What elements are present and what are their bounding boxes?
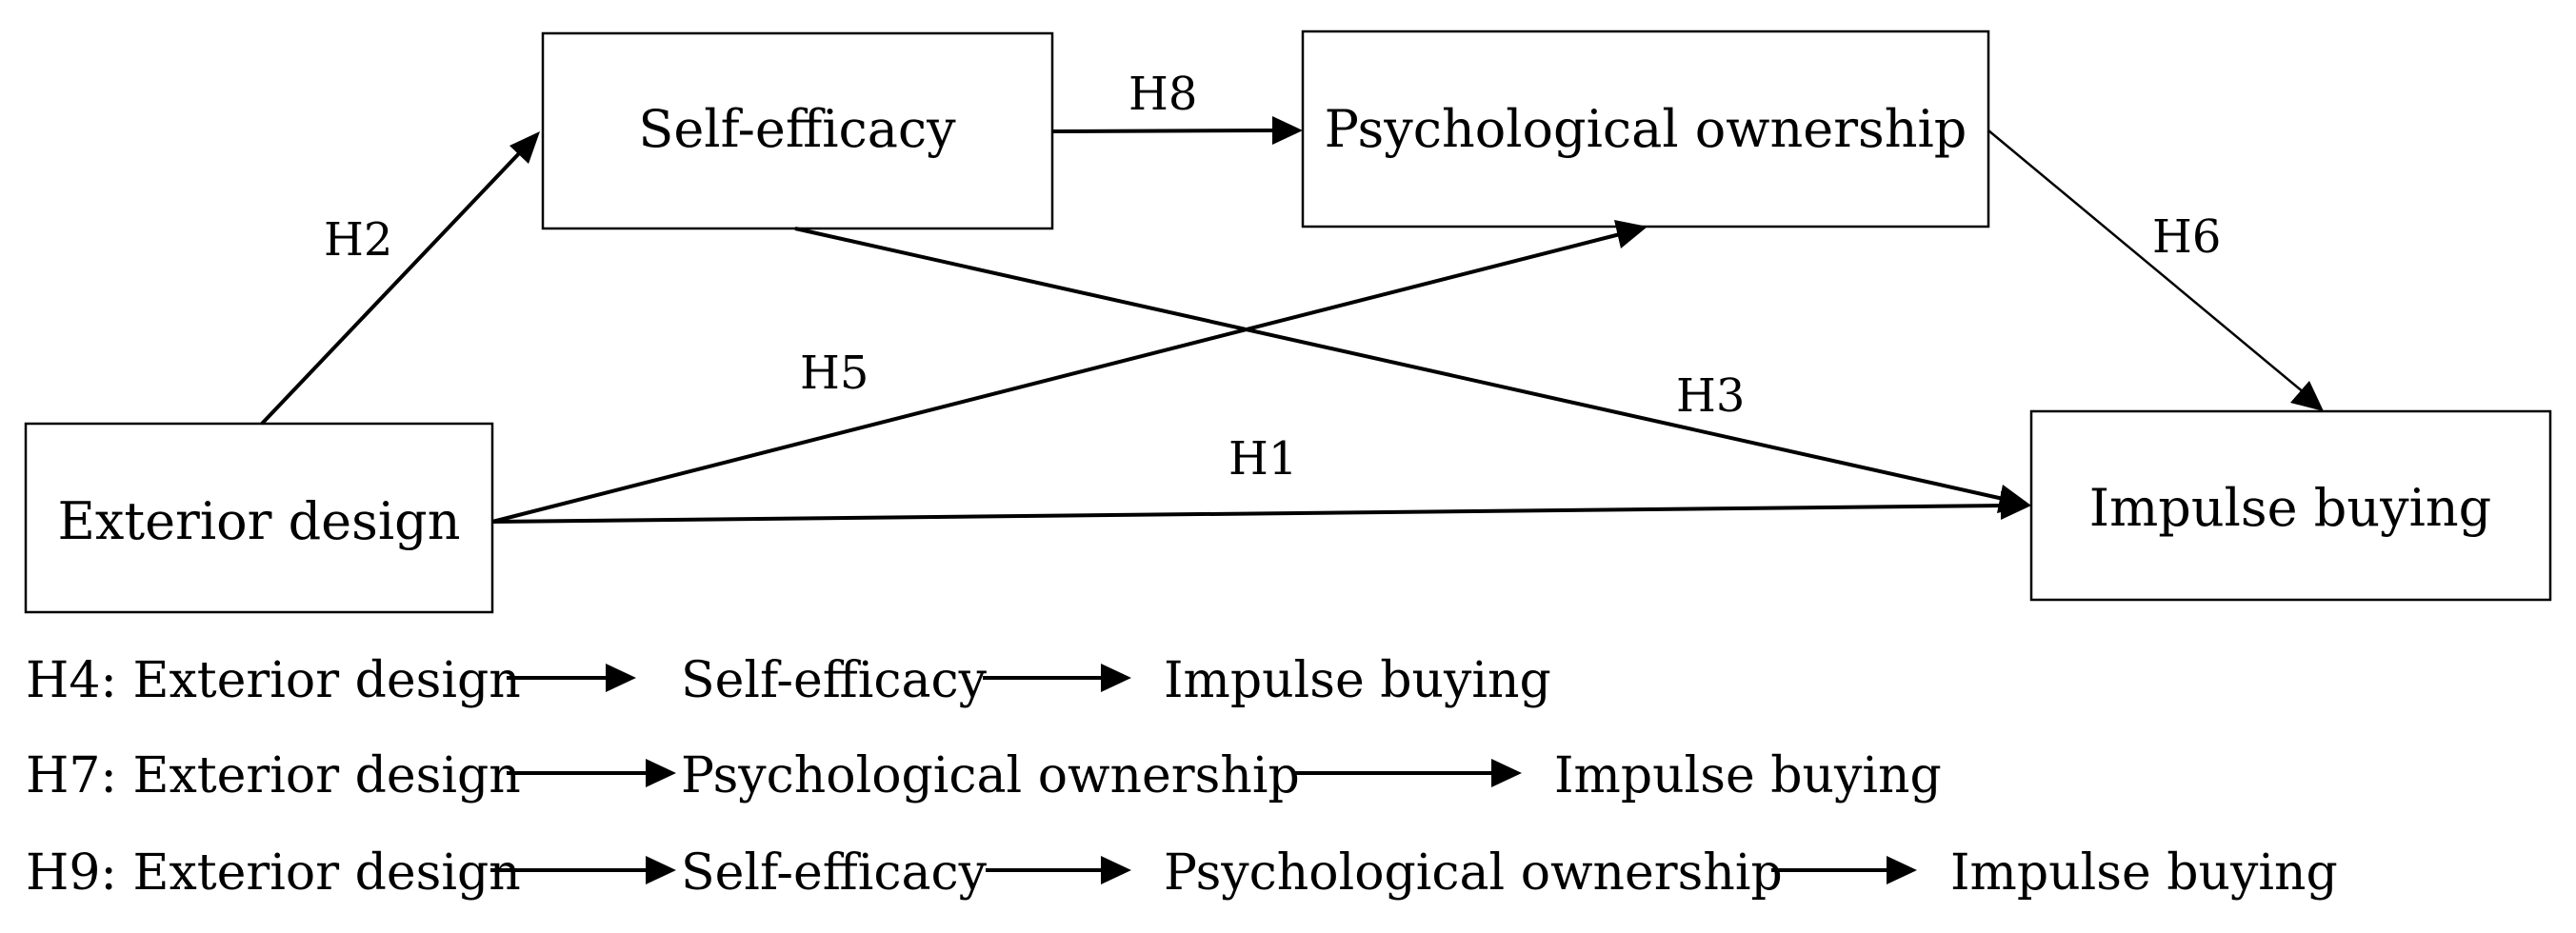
psychological-ownership-box: [1301, 30, 1990, 228]
edge-h5: H5: [491, 220, 1647, 524]
legend-h4-arrow-1-head: [606, 664, 636, 692]
exterior-design-box: [24, 422, 494, 614]
legend-h7-arrow-2-head: [1491, 759, 1522, 787]
edge-h2-label: H2: [324, 213, 392, 267]
legend-h9-step-3: Impulse buying: [1950, 844, 2338, 902]
edge-h5-label: H5: [800, 347, 869, 400]
legend-h9-arrow-1-head: [646, 856, 676, 884]
edge-h8-label: H8: [1128, 68, 1197, 121]
node-psychological-ownership: Psychological ownership: [1301, 30, 1990, 228]
legend-h4: H4: Exterior design Self-efficacy Impuls…: [26, 652, 1551, 709]
node-self-efficacy: Self-efficacy: [541, 31, 1054, 230]
edge-h2: H2: [260, 131, 540, 426]
edge-h1-arrowhead: [2001, 491, 2031, 520]
edge-h6-label: H6: [2152, 210, 2221, 264]
edge-h3-label: H3: [1676, 369, 1745, 423]
legend-h7-step-2: Impulse buying: [1554, 747, 1942, 804]
self-efficacy-box: [541, 31, 1054, 230]
edge-h2-line: [260, 149, 524, 426]
legend-h4-arrow-2-head: [1101, 664, 1131, 692]
legend-h4-label: H4: Exterior design: [26, 652, 521, 709]
edge-h8: H8: [1051, 68, 1303, 145]
legend-h4-step-1: Self-efficacy: [681, 652, 988, 709]
psychological-ownership-label: Psychological ownership: [1325, 99, 1967, 159]
legend-h7: H7: Exterior design Psychological owners…: [26, 747, 1942, 804]
legend-h9-step-2: Psychological ownership: [1164, 844, 1783, 902]
edge-h5-arrowhead: [1614, 220, 1647, 248]
legend-h9-arrow-3-head: [1887, 856, 1917, 884]
legend-h7-arrow-1-head: [646, 759, 676, 787]
edge-h1: H1: [491, 432, 2031, 524]
node-impulse-buying: Impulse buying: [2029, 409, 2552, 602]
legend-h7-label: H7: Exterior design: [26, 747, 521, 804]
legend-h9: H9: Exterior design Self-efficacy Psycho…: [26, 844, 2338, 902]
self-efficacy-label: Self-efficacy: [638, 99, 956, 159]
edge-h6-line: [1987, 129, 2306, 394]
edge-h1-line: [491, 504, 2006, 524]
edge-h3: H3: [794, 227, 2031, 513]
legend-h4-step-2: Impulse buying: [1164, 652, 1551, 709]
exterior-design-label: Exterior design: [58, 491, 461, 551]
edge-h3-line: [794, 227, 2008, 502]
edge-h6: H6: [1987, 129, 2324, 411]
legend-h9-step-1: Self-efficacy: [681, 844, 988, 902]
impulse-buying-label: Impulse buying: [2089, 478, 2491, 538]
edge-h1-label: H1: [1228, 432, 1297, 486]
node-exterior-design: Exterior design: [24, 422, 494, 614]
edge-h8-arrowhead: [1272, 116, 1303, 145]
impulse-buying-box: [2029, 409, 2552, 602]
legend-h7-step-1: Psychological ownership: [681, 747, 1300, 804]
edge-h8-line: [1051, 129, 1277, 133]
edge-h2-arrowhead: [509, 131, 540, 164]
legend-h9-arrow-2-head: [1101, 856, 1131, 884]
legend-h9-label: H9: Exterior design: [26, 844, 521, 902]
edge-h5-line: [491, 231, 1625, 524]
edge-h6-arrowhead: [2290, 381, 2324, 411]
